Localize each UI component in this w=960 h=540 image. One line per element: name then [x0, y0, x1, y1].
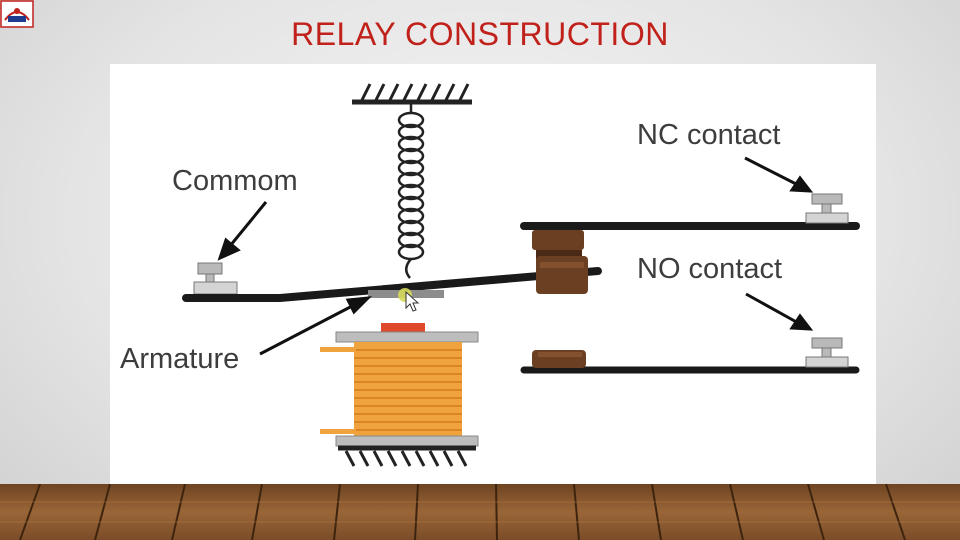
- slide-title: RELAY CONSTRUCTION: [291, 16, 669, 52]
- mouse-cursor-icon: [405, 290, 420, 312]
- label-nc-contact: NC contact: [637, 119, 780, 151]
- no-contact-strip: [520, 350, 860, 374]
- floor-mount: [338, 445, 476, 467]
- spring: [397, 104, 425, 279]
- wood-floor: [0, 484, 960, 540]
- label-arrows: [217, 156, 814, 356]
- nc-contact-strip: [520, 222, 860, 260]
- relay-diagram: Commom NC contact NO contact Armature: [110, 64, 876, 484]
- label-no-contact: NO contact: [637, 253, 782, 285]
- label-common: Commom: [172, 165, 298, 197]
- ceiling-mount: [352, 83, 472, 105]
- common-terminal: [193, 262, 238, 295]
- moving-contact: [536, 256, 588, 294]
- nc-contact-terminal: [805, 193, 849, 224]
- no-contact-terminal: [805, 337, 849, 368]
- logo-icon: [0, 0, 34, 28]
- armature-lever: [182, 267, 602, 302]
- label-armature: Armature: [120, 343, 239, 375]
- coil-assembly: [320, 323, 479, 447]
